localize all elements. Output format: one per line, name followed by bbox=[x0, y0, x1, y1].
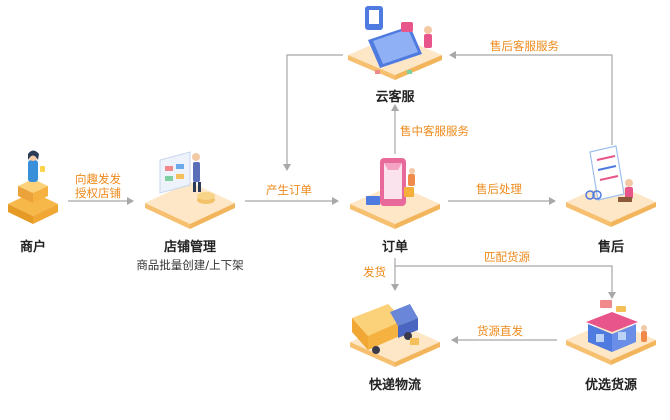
edge-label-supply-express: 货源直发 bbox=[477, 324, 523, 338]
edge-label-order-supply: 匹配货源 bbox=[484, 250, 530, 264]
supply-illustration bbox=[566, 300, 656, 365]
edge-label-store-order: 产生订单 bbox=[266, 183, 312, 197]
node-order-label: 订单 bbox=[381, 240, 409, 255]
edge-label-order-express: 发货 bbox=[363, 265, 386, 279]
edge-label-merchant-store-1: 向趣发发 bbox=[75, 172, 121, 186]
node-supply-label: 优选货源 bbox=[584, 378, 638, 393]
cloud-service-illustration bbox=[348, 6, 442, 80]
edge-label-merchant-store-2: 授权店铺 bbox=[75, 186, 121, 200]
merchant-illustration bbox=[8, 150, 58, 224]
edge-label-aftersales-cloud: 售后客服服务 bbox=[490, 39, 559, 53]
arrow-order-to-supply bbox=[394, 258, 616, 299]
edge-label-order-cloud: 售中客服服务 bbox=[400, 124, 469, 138]
arrow-aftersales-to-cloud bbox=[449, 51, 613, 145]
edge-label-order-aftersales: 售后处理 bbox=[476, 182, 522, 196]
node-store-sublabel: 商品批量创建/上下架 bbox=[136, 258, 244, 272]
node-express-label: 快递物流 bbox=[368, 378, 422, 393]
node-cloud-service-label: 云客服 bbox=[375, 90, 415, 105]
arrow-cloud-to-orderline bbox=[283, 54, 343, 171]
after-sales-illustration bbox=[566, 145, 656, 227]
store-illustration bbox=[145, 151, 235, 229]
express-illustration bbox=[350, 304, 440, 367]
node-merchant-label: 商户 bbox=[19, 240, 47, 255]
node-store-label: 店铺管理 bbox=[163, 240, 217, 255]
arrows bbox=[68, 51, 616, 344]
node-after-sales-label: 售后 bbox=[597, 240, 625, 255]
order-illustration bbox=[350, 158, 440, 229]
